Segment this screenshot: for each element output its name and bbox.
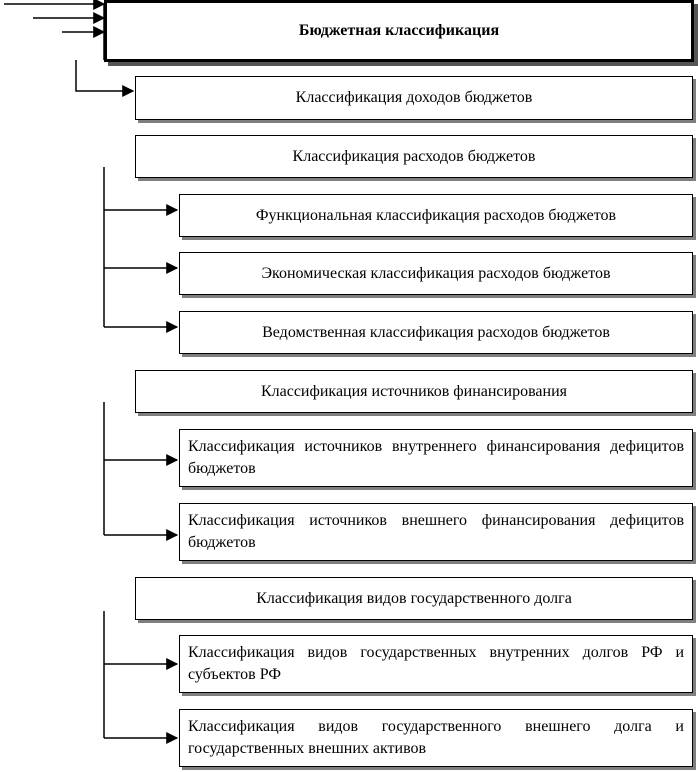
expenses-economic-box: Экономическая классификация расходов бюд…	[179, 252, 693, 295]
debt-internal-label: Классификация видов государственных внут…	[188, 644, 684, 683]
debt-external-label: Классификация видов государственного вне…	[188, 718, 684, 757]
sources-label: Классификация источников финансирования	[260, 382, 568, 400]
sources-external-label: Классификация источников внешнего финанс…	[188, 512, 684, 551]
expenses-functional-box: Функциональная классификация расходов бю…	[179, 194, 693, 237]
root-label: Бюджетная классификация	[298, 22, 500, 39]
expenses-functional-label: Функциональная классификация расходов бю…	[255, 206, 617, 224]
income-box: Классификация доходов бюджетов	[135, 76, 693, 120]
root-box: Бюджетная классификация	[104, 0, 694, 62]
expenses-departmental-box: Ведомственная классификация расходов бюд…	[179, 311, 693, 354]
debt-external-box: Классификация видов государственного вне…	[179, 709, 693, 767]
debt-internal-box: Классификация видов государственных внут…	[179, 635, 693, 693]
connector-root-income	[75, 60, 135, 97]
income-label: Классификация доходов бюджетов	[295, 89, 533, 106]
debt-label: Классификация видов государственного дол…	[256, 589, 572, 607]
expenses-box: Классификация расходов бюджетов	[135, 135, 693, 178]
expenses-economic-label: Экономическая классификация расходов бюд…	[261, 264, 611, 282]
sources-internal-box: Классификация источников внутреннего фин…	[179, 429, 693, 487]
sources-box: Классификация источников финансирования	[135, 370, 693, 413]
expenses-label: Классификация расходов бюджетов	[292, 147, 536, 165]
sources-external-box: Классификация источников внешнего финанс…	[179, 503, 693, 561]
debt-box: Классификация видов государственного дол…	[135, 577, 693, 620]
sources-internal-label: Классификация источников внутреннего фин…	[188, 438, 684, 477]
expenses-departmental-label: Ведомственная классификация расходов бюд…	[262, 323, 610, 341]
